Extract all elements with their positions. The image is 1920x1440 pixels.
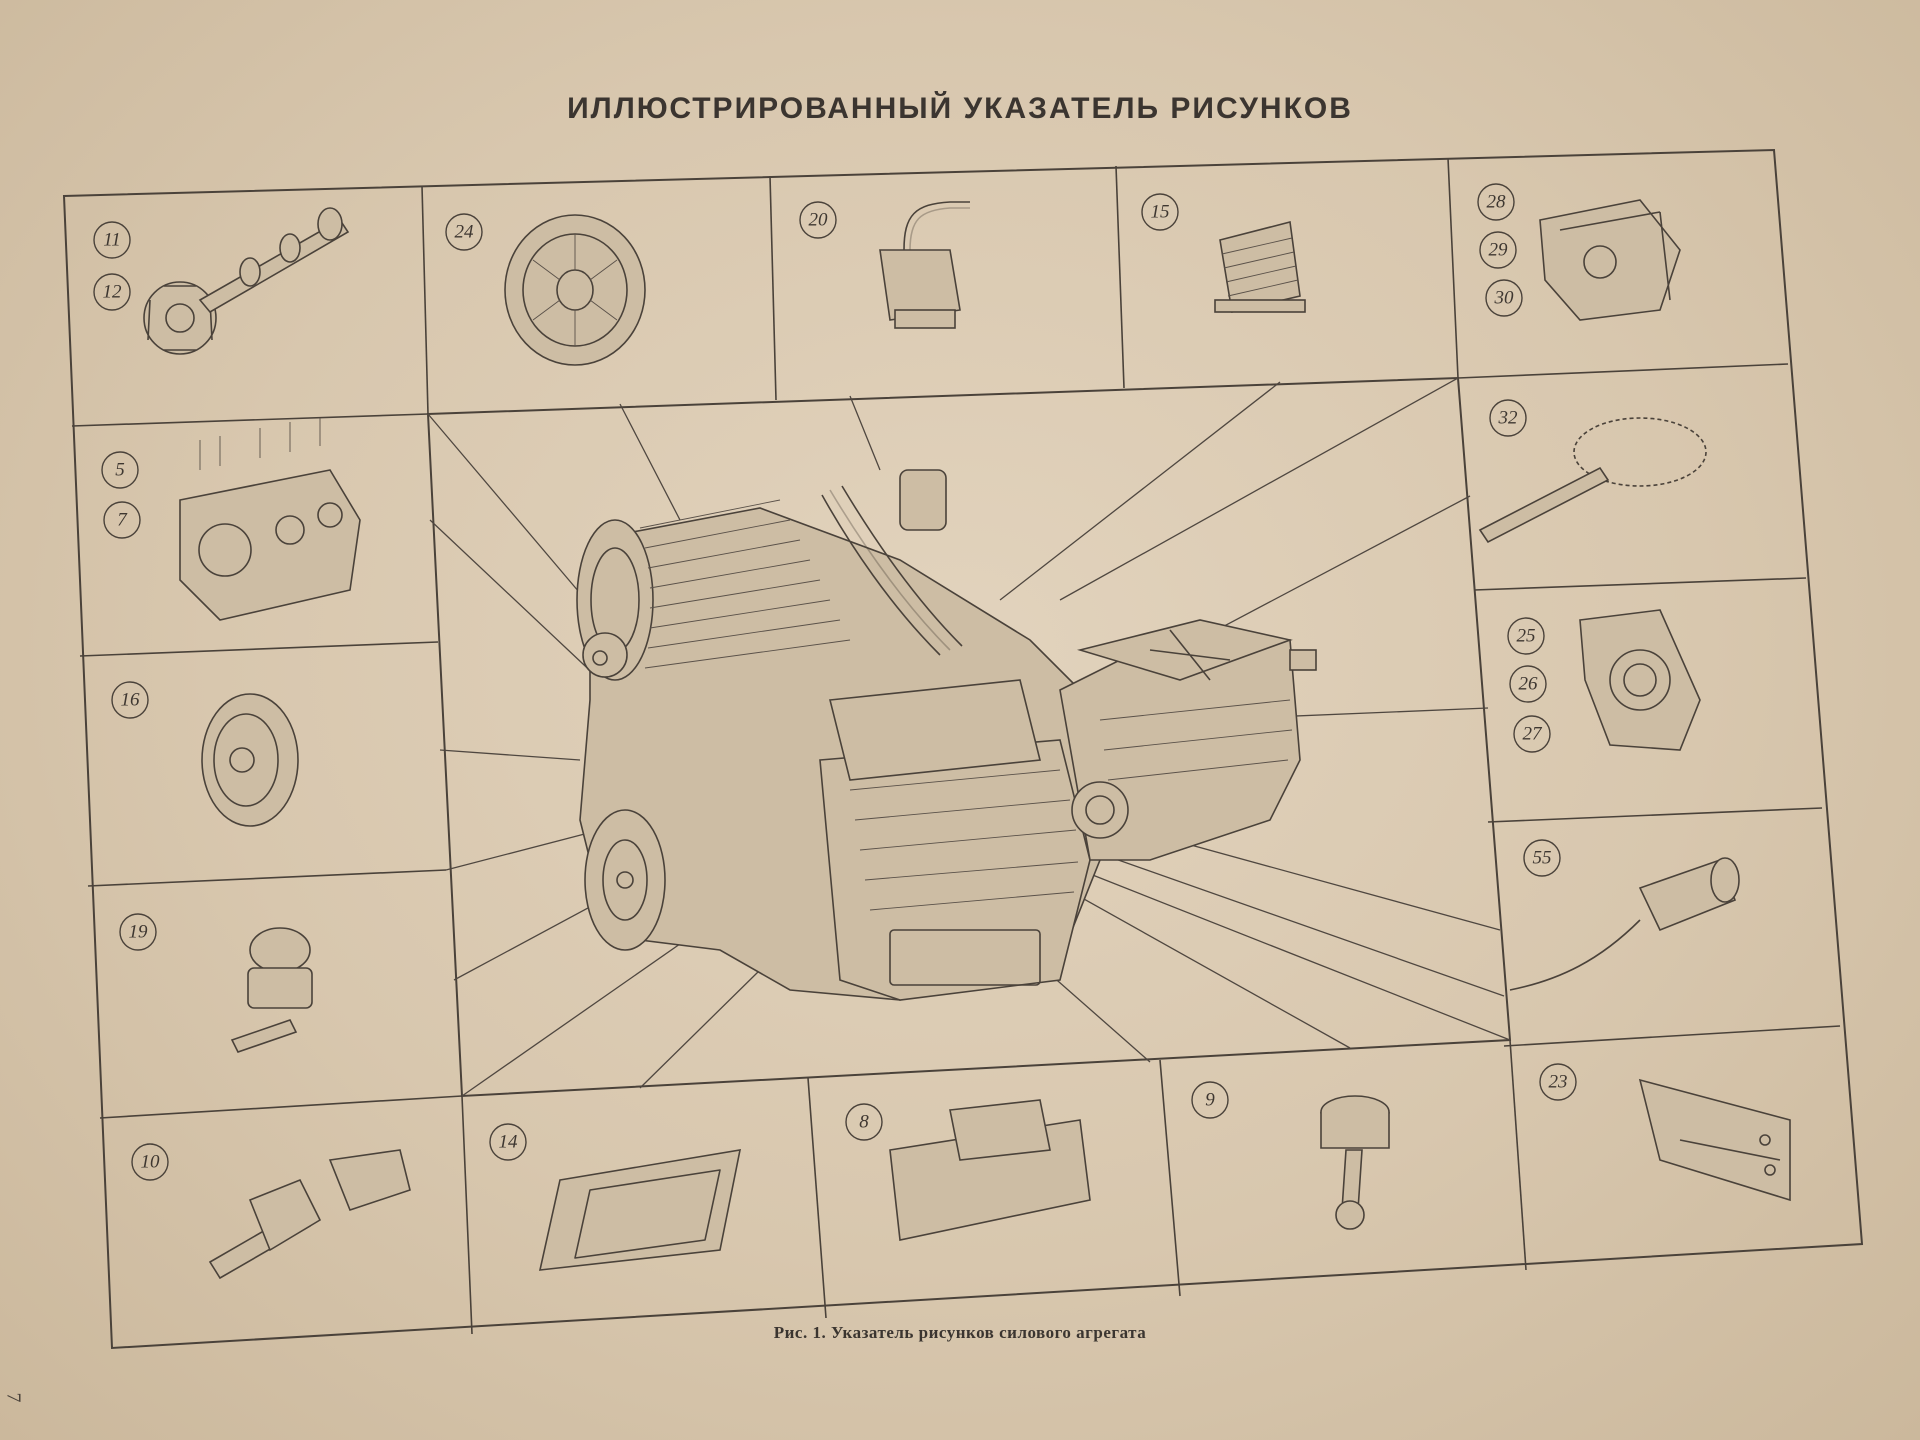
fig-num-10: 10 [131,1143,169,1181]
fuel-pump-icon [230,927,313,1053]
svg-text:27: 27 [1523,724,1544,745]
oil-pan-icon [538,1149,742,1271]
svg-text:23: 23 [1549,1072,1568,1093]
fig-num-27: 27 [1513,715,1551,753]
page-title: ИЛЛЮСТРИРОВАННЫЙ УКАЗАТЕЛЬ РИСУНКОВ [567,92,1353,125]
svg-text:14: 14 [499,1132,519,1153]
fig-num-19: 19 [119,913,157,951]
cylinder-head-icon [889,1099,1091,1241]
carburetor-icon [879,201,970,329]
svg-text:16: 16 [121,690,141,711]
fig-num-25: 25 [1507,617,1545,655]
fig-num-7: 7 [103,501,141,539]
svg-text:9: 9 [1205,1090,1215,1111]
gearbox-housing-icon [1539,199,1681,321]
cylinder-block-icon [179,418,361,621]
svg-text:11: 11 [103,230,121,251]
page-number: 7 [2,1392,25,1403]
fig-num-14: 14 [489,1123,527,1161]
fig-num-23: 23 [1539,1063,1577,1101]
final-drive-gears-icon [1478,417,1707,544]
svg-text:20: 20 [809,210,829,231]
fig-num-9: 9 [1191,1081,1229,1119]
svg-text:5: 5 [115,460,125,481]
svg-text:29: 29 [1489,240,1509,261]
camshaft-icon [143,207,350,355]
fig-num-11: 11 [93,221,131,259]
fig-num-16: 16 [111,681,149,719]
svg-text:26: 26 [1519,674,1539,695]
svg-text:28: 28 [1487,192,1507,213]
svg-text:12: 12 [103,282,123,303]
figure-numbers: 11 12 24 20 15 28 29 30 5 7 32 16 25 26 … [93,183,1577,1181]
outer-frame [62,148,1864,1350]
piston-icon [1320,1095,1390,1230]
fig-num-28: 28 [1477,183,1515,221]
oil-cooler-icon [1214,221,1306,313]
crankshaft-icon [208,1149,411,1280]
svg-text:32: 32 [1498,408,1519,429]
fig-num-15: 15 [1141,193,1179,231]
svg-text:7: 7 [117,510,128,531]
bracket-icon [1638,1078,1791,1202]
fig-num-30: 30 [1485,279,1523,317]
clutch-housing-icon [1579,609,1701,751]
svg-text:19: 19 [129,922,149,943]
fig-num-8: 8 [845,1103,883,1141]
fig-num-55: 55 [1523,839,1561,877]
ignition-coil-icon [1509,857,1740,991]
svg-text:55: 55 [1533,848,1552,869]
svg-text:30: 30 [1494,288,1515,309]
svg-text:24: 24 [455,222,475,243]
pulley-icon [201,693,299,827]
fan-wheel-icon [504,214,646,366]
svg-text:8: 8 [859,1112,869,1133]
svg-text:15: 15 [1151,202,1170,223]
fig-num-26: 26 [1509,665,1547,703]
fig-num-12: 12 [93,273,131,311]
svg-text:25: 25 [1517,626,1536,647]
fig-num-29: 29 [1479,231,1517,269]
fig-num-24: 24 [445,213,483,251]
figure-caption: Рис. 1. Указатель рисунков силового агре… [773,1323,1147,1342]
fig-num-20: 20 [799,201,837,239]
engine-assembly-icon [576,469,1317,1001]
svg-text:10: 10 [141,1152,161,1173]
grid-lines [71,157,1841,1335]
fig-num-32: 32 [1489,399,1527,437]
fig-num-5: 5 [101,451,139,489]
